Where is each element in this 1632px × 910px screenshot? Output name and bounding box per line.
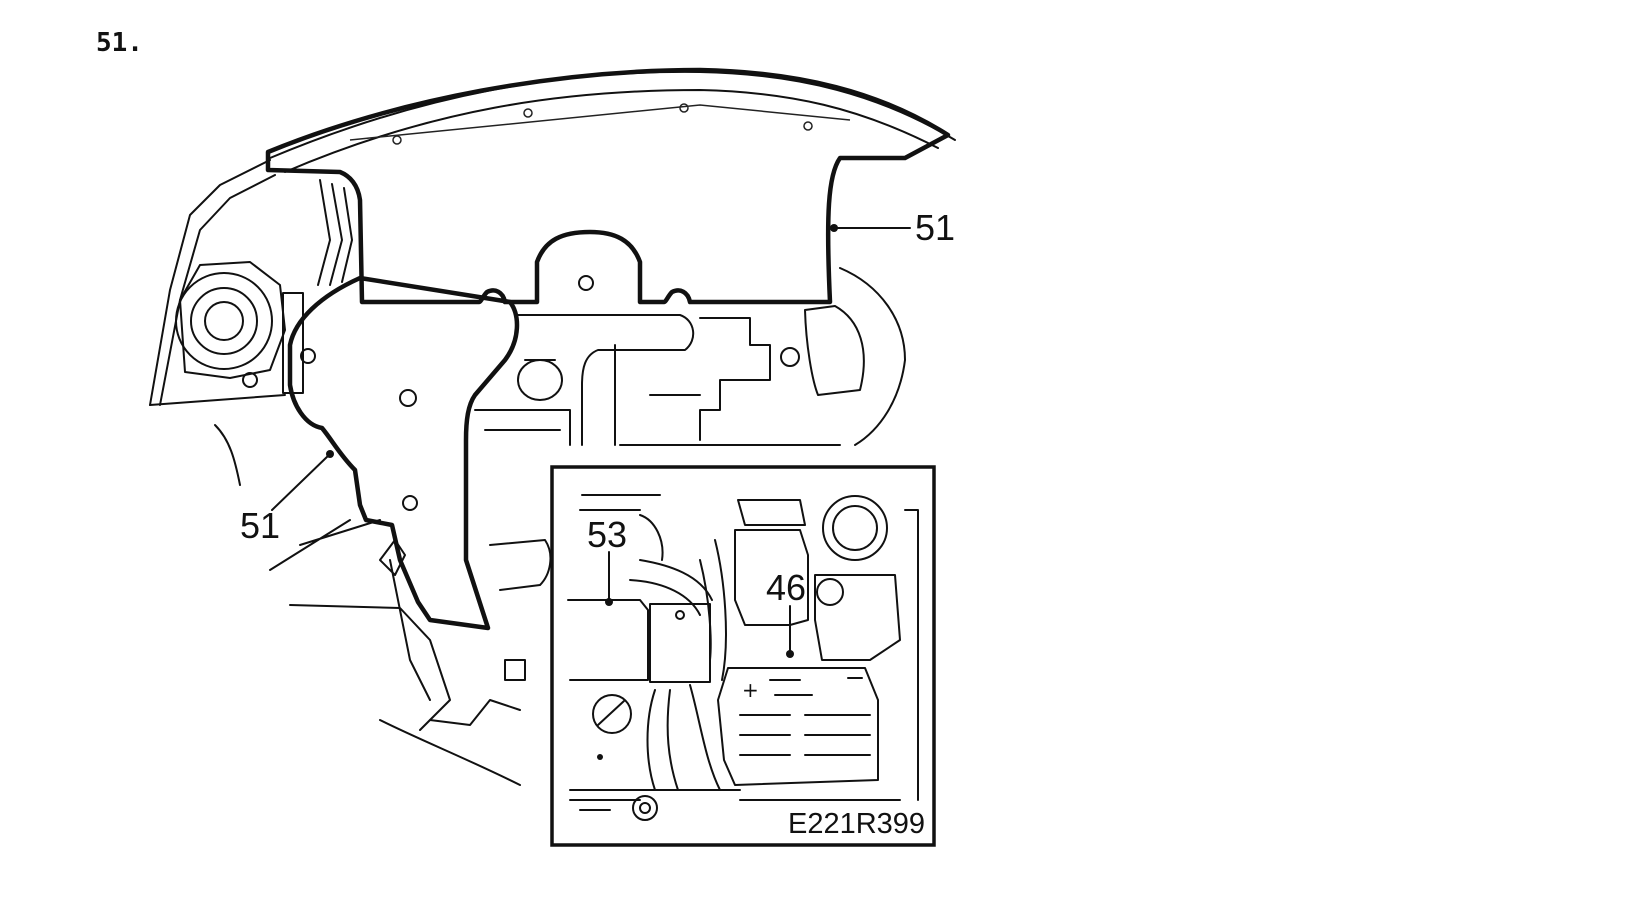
callout-inset-53: 53: [587, 514, 627, 606]
callout-label-upper-shield: 51: [915, 207, 955, 248]
washer-cap: [816, 578, 844, 606]
shield-bolt-hole: [399, 389, 417, 407]
ground-terminal-center: [639, 802, 651, 814]
small-bolt: [597, 754, 603, 760]
fuse-box: [734, 529, 809, 626]
callout-lower-shield: 51: [240, 450, 334, 546]
shield-bolt-hole: [402, 495, 418, 511]
strut-mount-mid: [190, 287, 258, 355]
leader-line: [271, 453, 331, 511]
strut-tower: [179, 261, 286, 379]
callout-label-inset-left: 53: [587, 514, 627, 555]
bracket: [282, 292, 304, 394]
callout-inset-46: 46: [766, 567, 806, 658]
left-bracket: [567, 599, 649, 681]
bolt: [780, 347, 800, 367]
coolant-reservoir-cap: [832, 505, 878, 551]
subframe-lines: [379, 699, 521, 786]
lower-splash-shield: [287, 275, 520, 631]
battery-plus-symbol: +: [742, 678, 759, 702]
engine-block: [474, 317, 841, 446]
shield-bolt-hole: [300, 348, 316, 364]
shield-rivet: [679, 103, 689, 113]
battery-top-ridges: [769, 677, 863, 696]
shield-rim-detail: [349, 104, 851, 141]
ground-terminal: [632, 795, 658, 821]
coolant-reservoir-cap-outer: [822, 495, 888, 561]
callout-label-lower-shield: 51: [240, 505, 280, 546]
leader-dot: [605, 598, 613, 606]
right-fender: [804, 267, 906, 446]
figure-code: E221R399: [788, 808, 925, 840]
hoses: [629, 559, 713, 616]
battery-body: [717, 667, 879, 786]
battery-side-vents: [739, 714, 871, 756]
hood-rim-inner: [284, 89, 939, 173]
shield-rivet: [803, 121, 813, 131]
inset-detail: +: [550, 465, 936, 847]
fender-lower-line: [149, 394, 286, 486]
inset-upper-lines: [579, 494, 919, 801]
plug-cap-slot: [597, 700, 625, 726]
callout-label-inset-battery: 46: [766, 567, 806, 608]
ecu-bolt: [675, 610, 685, 620]
floor-lines: [569, 789, 901, 811]
cable-harness: [646, 539, 727, 791]
oil-filler-cap: [517, 359, 563, 401]
upper-splash-shield: [265, 67, 951, 305]
intake-pipe: [514, 314, 695, 446]
fuse-box-top: [737, 499, 806, 526]
hose-bundle: [317, 179, 353, 286]
linkage-lower: [269, 519, 451, 731]
shield-rivet: [523, 108, 533, 118]
fender-outline: [149, 159, 276, 406]
strut-mount-outer: [175, 272, 273, 370]
strut-mount-inner: [204, 301, 244, 341]
leader-dot: [786, 650, 794, 658]
main-illustration: [149, 67, 956, 786]
coolant-reservoir-body: [814, 574, 901, 661]
callout-upper-shield: 51: [830, 207, 955, 248]
shield-bolt-hole: [578, 275, 594, 291]
bolt: [242, 372, 258, 388]
shield-rivet: [392, 135, 402, 145]
plug-cap: [592, 694, 632, 734]
step-number: 51.: [96, 28, 143, 58]
engine-mid-lines: [489, 539, 552, 681]
